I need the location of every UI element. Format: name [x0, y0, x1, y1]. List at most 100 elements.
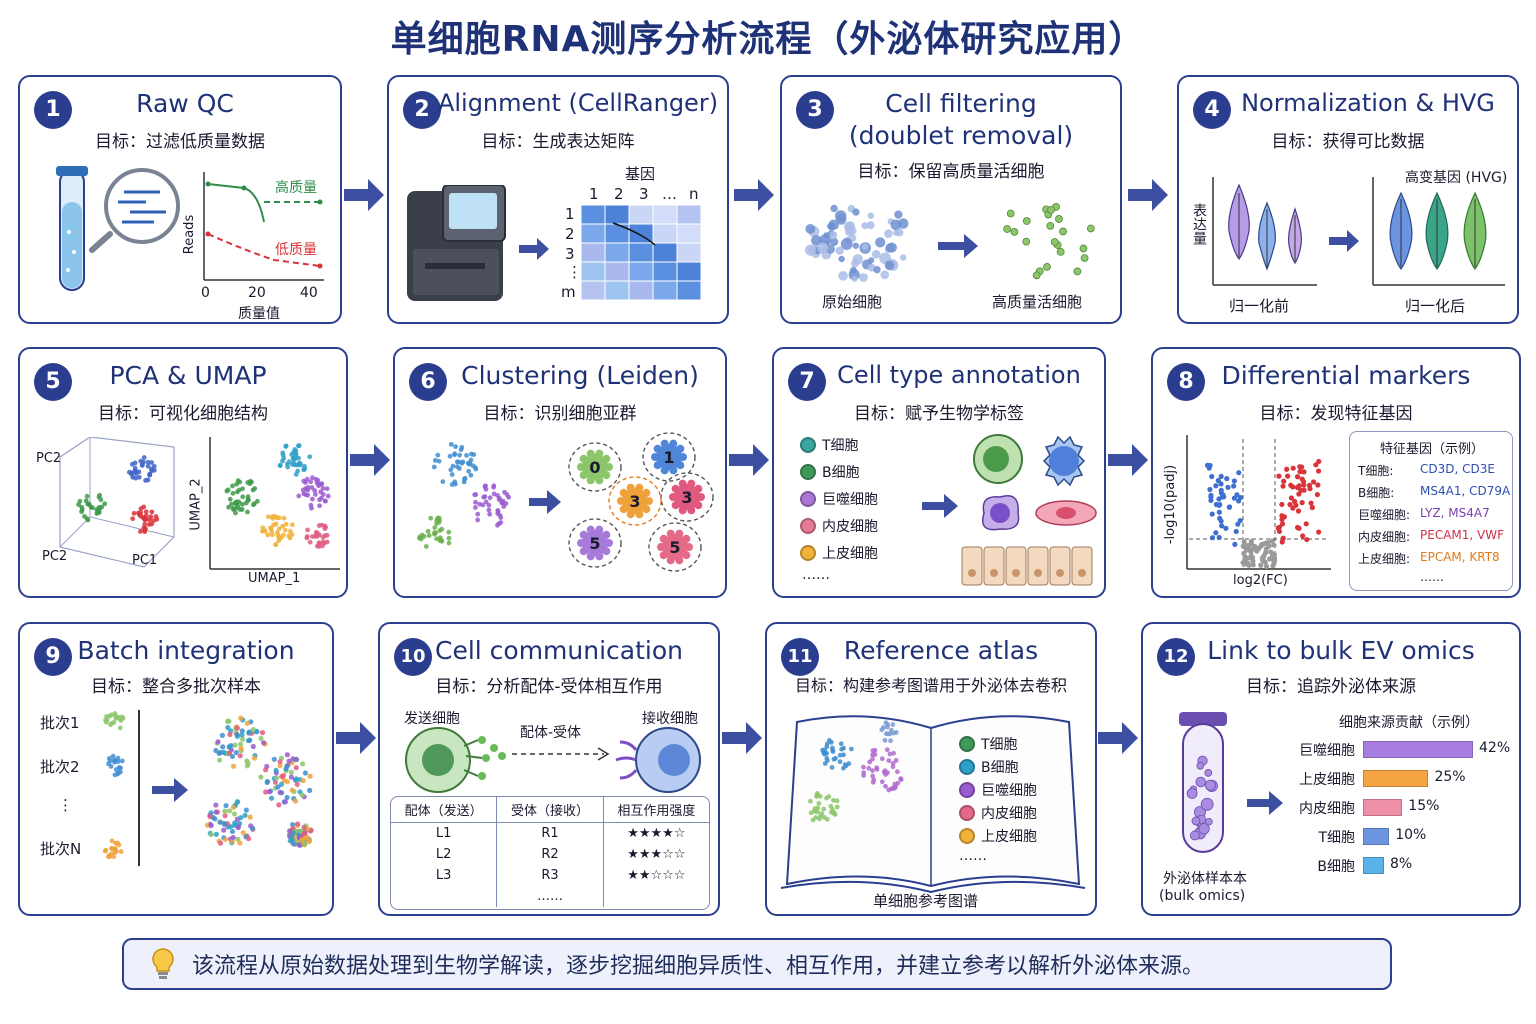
volcano-point-down — [1218, 518, 1224, 524]
step-title: Reference atlas — [843, 636, 1039, 665]
batch-clusters — [102, 711, 126, 860]
umap-point — [283, 521, 289, 527]
matrix-col-1: 1 — [589, 185, 599, 203]
batch-point — [110, 753, 116, 759]
strength-cell: ★★☆☆☆ — [602, 865, 709, 886]
epithelial-cell — [961, 546, 983, 586]
step-title: Raw QC — [136, 89, 234, 118]
marker-cell-type: 巨噬细胞: — [1358, 508, 1411, 522]
raw-cell — [850, 259, 859, 268]
step-goal: 目标：识别细胞亚群 — [483, 404, 637, 424]
umap-point — [316, 543, 322, 549]
cell-point — [459, 460, 465, 466]
umap-point — [305, 527, 310, 533]
bar-value-label: 42% — [1479, 740, 1511, 756]
matrix-col-3: 3 — [639, 185, 649, 203]
integrated-point — [213, 831, 219, 837]
marker-genes: EPCAM, KRT8 — [1420, 550, 1500, 564]
matrix-cell — [652, 242, 678, 263]
cell-point — [426, 533, 432, 538]
volcano-point-up — [1276, 473, 1282, 479]
integrated-point — [246, 729, 253, 735]
umap-point — [273, 542, 279, 548]
atlas-point — [813, 815, 819, 820]
bar — [1363, 741, 1473, 758]
volcano-point-down — [1225, 484, 1231, 490]
atlas-point — [898, 776, 904, 781]
matrix-cell — [581, 223, 606, 244]
epithelial-nucleus — [1078, 569, 1086, 577]
pca-point — [141, 515, 146, 520]
integrated-point — [302, 770, 309, 776]
clean-cell — [1043, 263, 1051, 271]
atlas-point — [834, 798, 840, 804]
step-goal: 目标：可视化细胞结构 — [98, 404, 268, 424]
strength-cell: ★★★★☆ — [602, 822, 709, 844]
integrated-point — [237, 753, 243, 759]
integrated-point — [299, 792, 305, 798]
integrated-point — [263, 767, 269, 773]
matrix-cell — [604, 280, 630, 301]
vesicle — [1189, 830, 1200, 841]
atlas-point — [892, 781, 898, 787]
cell-point — [486, 502, 492, 508]
epithelial-cell — [1027, 546, 1049, 586]
atlas-point — [861, 764, 866, 770]
cell-point — [439, 526, 445, 532]
integrated-point — [264, 778, 271, 785]
volcano-point-up — [1280, 483, 1286, 489]
matrix-cell — [676, 261, 702, 282]
legend-item: 上皮细胞 — [800, 543, 878, 563]
cell-point — [475, 511, 481, 517]
integrated-point — [247, 737, 253, 743]
hvg-label: 高变基因 (HVG) — [1405, 170, 1508, 186]
batch-point — [102, 848, 108, 854]
integrated-point — [233, 749, 239, 756]
ligand-cell: L1 — [435, 826, 452, 841]
cell-point — [472, 492, 478, 498]
batch-point — [108, 845, 114, 851]
umap-point — [310, 534, 315, 539]
batch-point — [109, 838, 115, 844]
integrated-point — [221, 827, 227, 833]
cell-point — [466, 468, 472, 474]
raw-cell — [805, 223, 816, 234]
cell-point — [453, 444, 458, 450]
integrated-point — [288, 774, 295, 780]
volcano-point-up — [1299, 500, 1305, 506]
integrated-point — [268, 795, 275, 801]
clean-cell — [1047, 205, 1056, 214]
cell-point — [483, 499, 489, 505]
pca-point — [138, 506, 144, 511]
atlas-point — [890, 722, 896, 727]
table-header: 配体（发送） — [391, 797, 497, 823]
raw-cell — [852, 242, 859, 249]
pca-point — [143, 509, 149, 515]
volcano-point — [1265, 540, 1271, 546]
batch-point — [116, 842, 122, 848]
integrated-point — [237, 840, 243, 846]
umap1-label: UMAP_1 — [248, 571, 301, 586]
umap-point — [308, 502, 314, 508]
violin-before — [1212, 177, 1317, 286]
raw-cell — [875, 237, 886, 248]
volcano-point — [1256, 546, 1262, 552]
raw-cell — [817, 242, 829, 254]
cell-point — [425, 528, 431, 534]
integrated-point — [227, 731, 233, 738]
integrated-point — [225, 718, 231, 724]
pc2-bottom-label: PC2 — [42, 549, 68, 564]
step-goal: 目标：获得可比数据 — [1271, 132, 1425, 152]
batch-point — [116, 765, 122, 770]
batch-ellipsis: ⋮ — [58, 796, 73, 814]
integrated-point — [280, 773, 287, 779]
integrated-point — [290, 830, 296, 836]
integrated-point — [273, 767, 279, 773]
integrated-point — [251, 755, 258, 761]
volcano-point-down — [1216, 534, 1222, 541]
volcano-x-label: log2(FC) — [1233, 573, 1288, 588]
integrated-point — [289, 787, 295, 793]
